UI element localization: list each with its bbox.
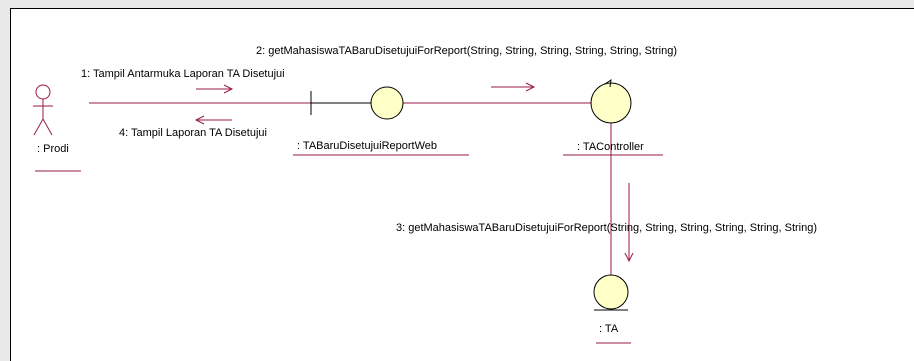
entity-object-label: : TA xyxy=(599,323,619,335)
controller-object-label: : TAController xyxy=(577,141,644,153)
entity-object xyxy=(593,274,629,311)
message-arrow-4 xyxy=(194,115,232,125)
message-arrow-3 xyxy=(624,183,634,263)
message-label-4: 4: Tampil Laporan TA Disetujui xyxy=(119,127,267,139)
boundary-object-label: : TABaruDisetujuiReportWeb xyxy=(297,140,438,152)
diagram-graphics xyxy=(33,78,663,344)
message-label-2: 2: getMahasiswaTABaruDisetujuiForReport(… xyxy=(256,45,678,57)
message-label-1: 1: Tampil Antarmuka Laporan TA Disetujui xyxy=(81,68,285,80)
diagram-canvas: : Prodi : TABaruDisetujuiReportWeb : TAC… xyxy=(10,8,914,361)
controller-object xyxy=(590,78,632,124)
message-arrow-2 xyxy=(491,82,536,92)
actor-figure xyxy=(33,84,53,136)
actor-label: : Prodi xyxy=(37,143,69,155)
message-arrow-1 xyxy=(196,84,234,94)
message-label-3: 3: getMahasiswaTABaruDisetujuiForReport(… xyxy=(396,222,818,234)
boundary-object xyxy=(310,86,404,120)
